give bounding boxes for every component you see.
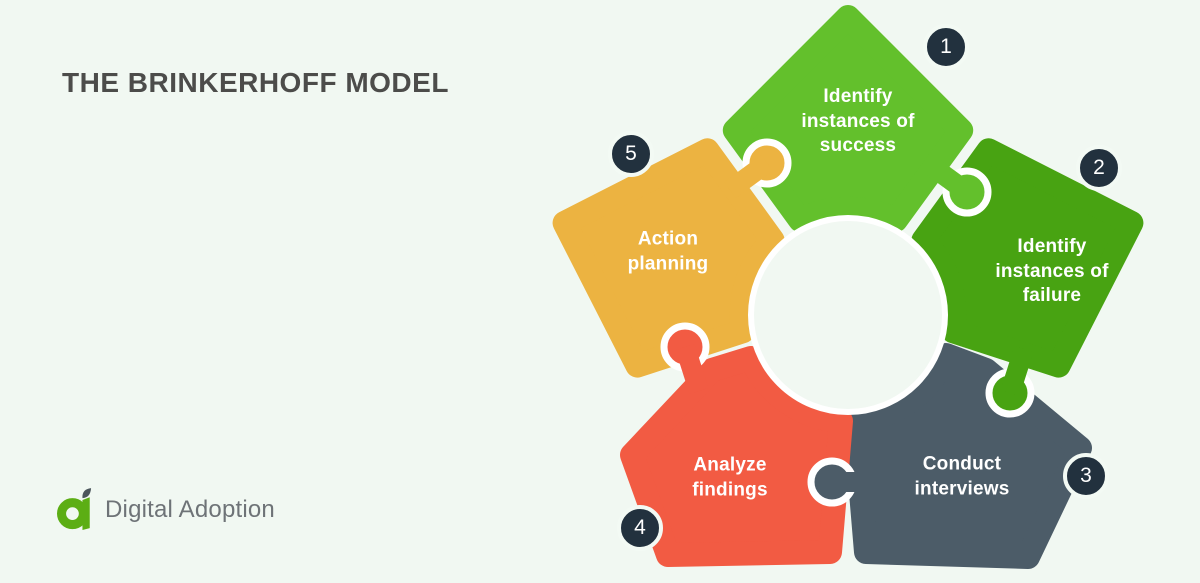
piece-2-tab-neck [1000, 345, 1034, 397]
step-badge-5: 5 [608, 131, 654, 177]
step-badge-4: 4 [617, 505, 663, 551]
piece-tabs [660, 138, 1035, 507]
logo-bowl-shape [57, 498, 88, 530]
digital-adoption-logo-icon [57, 488, 92, 530]
footer-logo: Digital Adoption [57, 486, 275, 534]
piece-5-tab-neck [724, 154, 773, 199]
logo-stem-shape [82, 497, 90, 530]
page-title: THE BRINKERHOFF MODEL [62, 67, 449, 98]
step-label-4: Analyze findings [692, 454, 768, 500]
puzzle-piece-1 [722, 5, 974, 233]
step-badge-1: 1 [923, 24, 969, 70]
step-label-3: Conduct interviews [914, 453, 1010, 499]
puzzle-piece-4 [620, 346, 853, 567]
center-circle [748, 215, 948, 415]
step-label-1: Identify instances of success [801, 85, 915, 157]
puzzle-piece-5 [552, 138, 785, 378]
step-label-2: Identify instances of failure [995, 235, 1109, 307]
piece-1-tab-neck [924, 156, 973, 201]
logo-text: Digital Adoption [105, 496, 275, 523]
logo-leaf-shape [82, 488, 92, 499]
piece-4-tab-neck [675, 343, 709, 395]
step-badge-2: 2 [1076, 145, 1122, 191]
step-badge-3: 3 [1063, 453, 1109, 499]
step-label-5: Action planning [627, 228, 709, 274]
